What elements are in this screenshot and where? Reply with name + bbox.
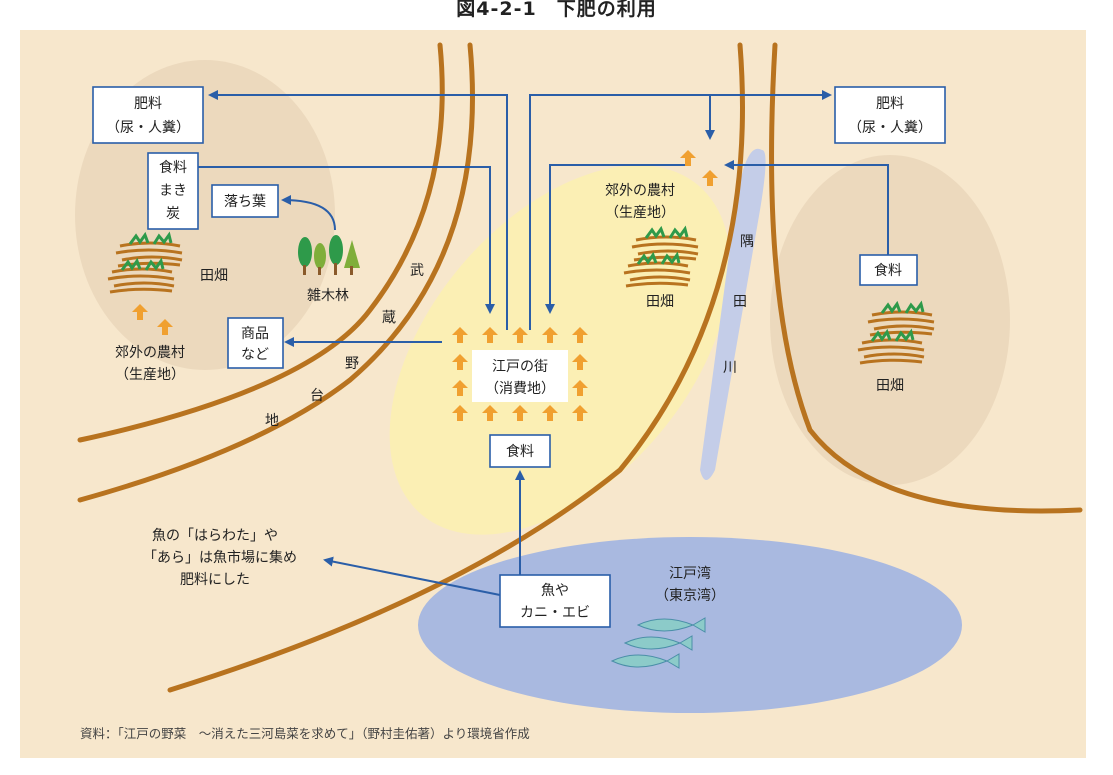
village-left-label: 郊外の農村 xyxy=(115,344,185,361)
plateau-char: 野 xyxy=(345,356,359,372)
plateau-char: 台 xyxy=(310,388,324,404)
fertilizer-right-label: 肥料 xyxy=(876,96,904,112)
fish-sub: カニ・エビ xyxy=(520,605,590,621)
fish-note-line: 肥料にした xyxy=(180,572,250,588)
river-char: 隅 xyxy=(740,234,754,250)
fertilizer-left-sub: （尿・人糞） xyxy=(106,120,190,136)
fields-left-label: 田畑 xyxy=(200,268,228,284)
edo-town-sub: （消費地） xyxy=(485,381,555,397)
food-fuel-charcoal: 炭 xyxy=(166,206,180,222)
bay-label: 江戸湾 xyxy=(669,565,711,582)
source-note: 資料：「江戸の野菜 ～消えた三河島菜を求めて」（野村圭佑著）より環境省作成 xyxy=(80,726,530,741)
road xyxy=(77,42,445,443)
fields-center-label: 田畑 xyxy=(646,294,674,310)
goods-sub: など xyxy=(241,347,269,363)
plateau-char: 武 xyxy=(410,263,424,279)
goods-label: 商品 xyxy=(241,326,269,342)
river-char: 田 xyxy=(733,294,747,310)
woods-label: 雑木林 xyxy=(307,288,349,304)
plateau-char: 地 xyxy=(265,413,279,429)
figure-title: 図4-2-1 下肥の利用 xyxy=(456,0,657,20)
food-fuel-firewood: まき xyxy=(159,183,187,199)
village-left-sub: （生産地） xyxy=(115,367,185,383)
food-center-label: 食料 xyxy=(506,443,534,460)
fish-note-line: 魚の「はらわた」や xyxy=(152,528,278,544)
sumida-river xyxy=(700,148,766,480)
tree-icon xyxy=(298,235,360,275)
fish-note-line: 「あら」は魚市場に集め xyxy=(143,549,297,566)
fish-label: 魚や xyxy=(541,583,569,599)
village-center-label: 郊外の農村 xyxy=(605,182,675,199)
food-fuel-label: 食料 xyxy=(159,159,187,176)
fertilizer-left-label: 肥料 xyxy=(134,96,162,112)
fields-right-label: 田畑 xyxy=(876,378,904,394)
fertilizer-right-sub: （尿・人糞） xyxy=(848,120,932,136)
bay-sub: （東京湾） xyxy=(655,587,725,604)
fallen-leaves-label: 落ち葉 xyxy=(224,194,266,210)
food-right-label: 食料 xyxy=(874,262,902,279)
edo-town-label: 江戸の街 xyxy=(492,359,548,375)
river-char: 川 xyxy=(723,360,737,376)
plateau-char: 蔵 xyxy=(382,310,396,326)
village-center-sub: （生産地） xyxy=(605,205,675,221)
